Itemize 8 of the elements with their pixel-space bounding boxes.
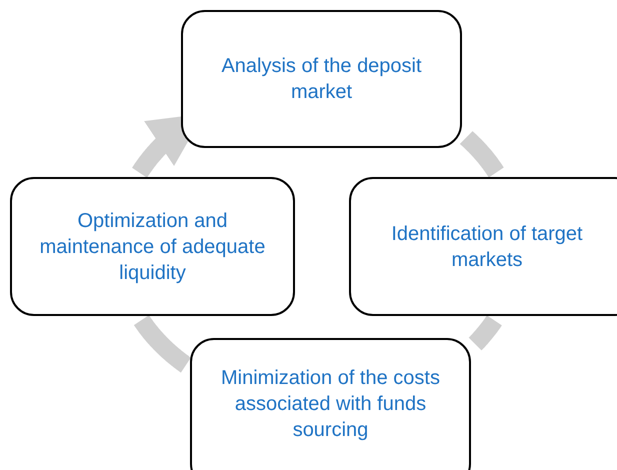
- box-text: Optimization and maintenance of adequate liquidity: [38, 208, 266, 286]
- box-text: Identification of target markets: [390, 222, 584, 272]
- box-text: Minimization of the costs associated with funds sourcing: [220, 366, 441, 443]
- process-box: [181, 10, 462, 148]
- process-box: [10, 177, 295, 316]
- process-box: [349, 177, 617, 316]
- process-box: [190, 338, 471, 470]
- box-text: Analysis of the deposit market: [220, 54, 423, 105]
